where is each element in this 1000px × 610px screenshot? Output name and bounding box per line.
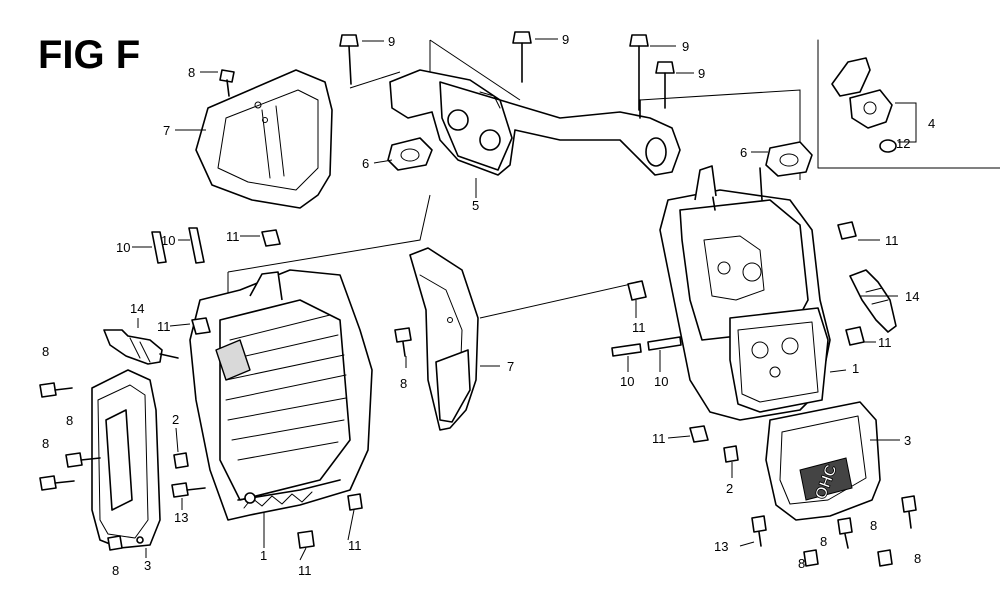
bolt-icon (39, 475, 75, 491)
callout-8: 8 (798, 556, 805, 571)
callout-11: 11 (652, 431, 666, 446)
bolt-icon (339, 34, 359, 85)
callout-9: 9 (698, 66, 705, 81)
callout-6: 6 (740, 145, 747, 160)
exhaust-manifold (389, 69, 681, 176)
callout-12: 12 (896, 136, 910, 151)
callout-9: 9 (682, 39, 689, 54)
bolt-icon (629, 34, 649, 111)
bolt-icon (39, 382, 73, 398)
callout-8: 8 (820, 534, 827, 549)
callout-2: 2 (726, 481, 733, 496)
bolt-icon (107, 535, 123, 551)
nut-icon (173, 452, 189, 469)
callout-6: 6 (362, 156, 369, 171)
callout-8: 8 (42, 436, 49, 451)
bolt-icon (901, 495, 917, 529)
nut-icon (689, 425, 709, 443)
callout-2: 2 (172, 412, 179, 427)
gasket-right (765, 141, 813, 177)
callout-8: 8 (66, 413, 73, 428)
callout-4: 4 (928, 116, 935, 131)
callout-labels: 9 9 9 9 8 7 6 5 6 4 12 11 11 10 10 14 11… (42, 32, 935, 578)
bolt-icon (512, 31, 532, 83)
nut-icon (845, 326, 865, 346)
bolt-icon (394, 327, 412, 357)
callout-8: 8 (112, 563, 119, 578)
callout-10: 10 (654, 374, 668, 389)
dowel-pin-icon (188, 227, 205, 264)
nut-icon (297, 530, 315, 549)
inset-frame (817, 39, 1000, 169)
bolt-icon (655, 61, 675, 109)
head-cover-left (91, 369, 161, 549)
bolt-icon (877, 549, 893, 567)
callout-7: 7 (163, 123, 170, 138)
assembly-guide-lines (227, 39, 801, 330)
callout-11: 11 (298, 563, 312, 578)
callout-14: 14 (130, 301, 144, 316)
callout-11: 11 (632, 320, 646, 335)
nut-icon (347, 493, 363, 511)
dowel-pin-icon (611, 343, 642, 357)
gasket-left (387, 137, 433, 171)
callout-1: 1 (852, 361, 859, 376)
callout-10: 10 (620, 374, 634, 389)
callout-11: 11 (348, 538, 362, 553)
air-shroud-upper (195, 69, 333, 209)
callout-13: 13 (714, 539, 728, 554)
nut-icon (837, 221, 857, 240)
bolt-icon (219, 69, 235, 97)
spark-plug-right (849, 269, 897, 333)
bolt-icon (837, 517, 853, 549)
dowel-pin-icon (647, 336, 682, 351)
callout-11: 11 (885, 233, 899, 248)
bolt-icon (65, 452, 101, 468)
callout-5: 5 (472, 198, 479, 213)
figure-title: FIG F (38, 33, 140, 77)
callout-8: 8 (42, 344, 49, 359)
air-shroud-lower (409, 247, 479, 431)
callout-11: 11 (878, 335, 892, 350)
callout-8: 8 (400, 376, 407, 391)
bolt-icon (751, 515, 767, 547)
nut-icon (627, 280, 647, 301)
callout-9: 9 (388, 34, 395, 49)
callout-10: 10 (116, 240, 130, 255)
callout-8: 8 (914, 551, 921, 566)
nut-icon (723, 445, 739, 463)
callout-8: 8 (870, 518, 877, 533)
callout-11: 11 (226, 229, 240, 244)
dowel-pin-icon (151, 231, 167, 264)
spark-plug-left (103, 329, 179, 365)
breather-fitting (831, 57, 897, 153)
leader-lines (132, 38, 917, 561)
callout-14: 14 (905, 289, 919, 304)
nut-icon (261, 229, 281, 247)
callout-10: 10 (161, 233, 175, 248)
callout-8: 8 (188, 65, 195, 80)
callout-11: 11 (157, 319, 171, 334)
callout-13: 13 (174, 510, 188, 525)
bolt-icon (803, 549, 819, 567)
callout-1: 1 (260, 548, 267, 563)
callout-9: 9 (562, 32, 569, 47)
bolt-icon (171, 482, 206, 498)
callout-3: 3 (144, 558, 151, 573)
callout-7: 7 (507, 359, 514, 374)
cylinder-head-left (189, 269, 373, 521)
nut-icon (191, 317, 211, 335)
callout-3: 3 (904, 433, 911, 448)
head-cover-right: OHC (765, 401, 881, 521)
cylinder-head-right (659, 165, 831, 421)
